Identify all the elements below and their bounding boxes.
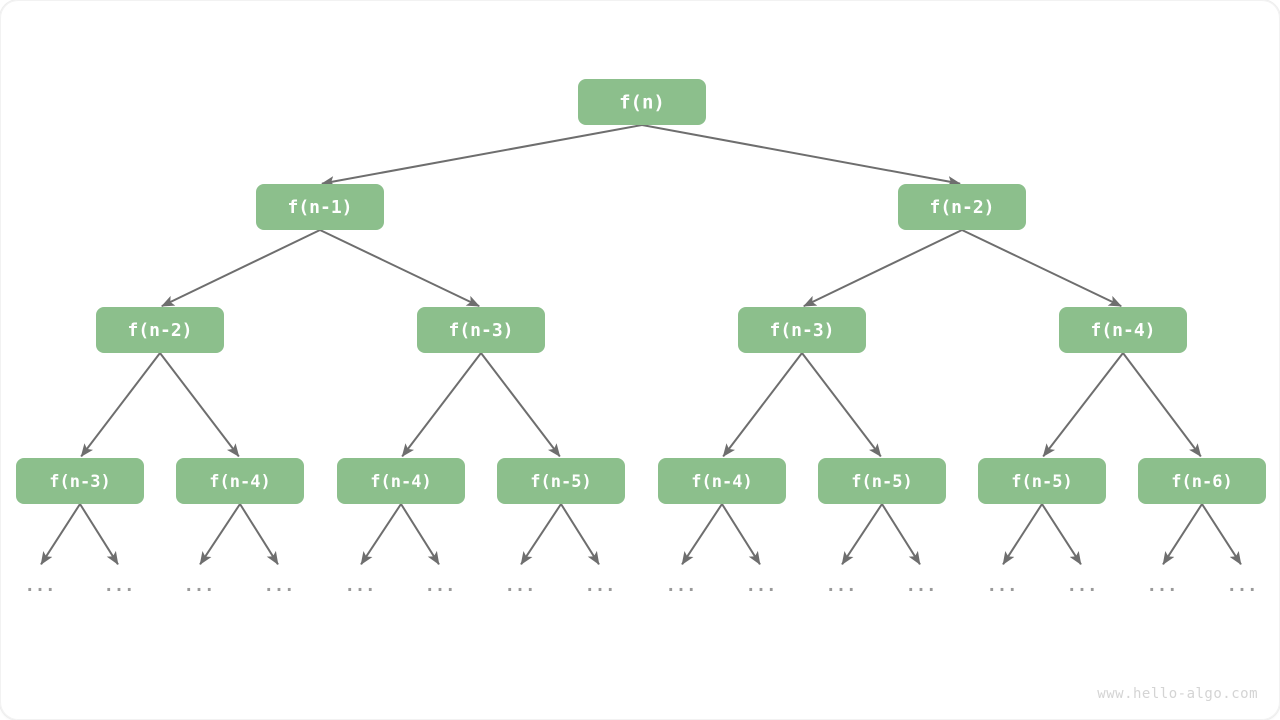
tree-edge (161, 229, 321, 308)
tree-edge (401, 352, 482, 458)
node-label: f(n-3) (769, 320, 834, 341)
tree-edge-leaf (40, 503, 81, 565)
node-box (256, 184, 384, 230)
leaf-ellipsis: ... (264, 576, 295, 596)
node-label: f(n-6) (1171, 472, 1232, 492)
tree-edge-leaf (79, 503, 119, 565)
node-label: f(n-5) (1011, 472, 1072, 492)
tree-edge-leaf (881, 503, 921, 565)
node-label: f(n-2) (929, 197, 994, 218)
tree-edge-leaf (721, 503, 761, 565)
tree-node[interactable]: f(n-5) (497, 458, 625, 504)
tree-node[interactable]: f(n-4) (337, 458, 465, 504)
tree-node[interactable]: f(n-3) (417, 307, 545, 353)
node-box (978, 458, 1106, 504)
leaf-ellipsis: ... (666, 576, 697, 596)
node-box (898, 184, 1026, 230)
leaf-ellipsis: ... (345, 576, 376, 596)
tree-edge-leaf (681, 503, 723, 565)
tree-edge (1042, 352, 1124, 458)
leaf-ellipsis: ... (425, 576, 456, 596)
tree-edge-leaf (841, 503, 883, 565)
leaf-ellipsis: ... (746, 576, 777, 596)
node-label: f(n-4) (370, 472, 431, 492)
leaf-ellipsis: ... (1147, 576, 1178, 596)
tree-edge (803, 229, 963, 308)
tree-edge (321, 124, 643, 187)
tree-edge-leaf (400, 503, 440, 565)
leaf-layer: ........................................… (25, 576, 1258, 596)
node-layer: f(n) f(n-1) f(n-2) f(n-2) f(n-3) f(n-3) f(n-4)… (16, 79, 1266, 504)
node-box (738, 307, 866, 353)
tree-edge-leaf (520, 503, 562, 565)
tree-edge (641, 124, 961, 187)
tree-node[interactable]: f(n-5) (978, 458, 1106, 504)
edge-layer (40, 124, 1242, 565)
leaf-ellipsis: ... (505, 576, 536, 596)
leaf-ellipsis: ... (1067, 576, 1098, 596)
tree-node[interactable]: f(n-2) (898, 184, 1026, 230)
node-box (96, 307, 224, 353)
node-label: f(n-2) (127, 320, 192, 341)
tree-node[interactable]: f(n) (578, 79, 706, 125)
leaf-ellipsis: ... (25, 576, 56, 596)
leaf-ellipsis: ... (987, 576, 1018, 596)
node-box (497, 458, 625, 504)
tree-edge (80, 352, 161, 458)
tree-edge (801, 352, 882, 458)
leaf-ellipsis: ... (1227, 576, 1258, 596)
leaf-ellipsis: ... (104, 576, 135, 596)
node-label: f(n-3) (49, 472, 110, 492)
leaf-ellipsis: ... (826, 576, 857, 596)
tree-node[interactable]: f(n-6) (1138, 458, 1266, 504)
node-box (658, 458, 786, 504)
node-label: f(n-5) (851, 472, 912, 492)
tree-edge (319, 229, 480, 308)
node-box (417, 307, 545, 353)
watermark-label: www.hello-algo.com (1097, 686, 1258, 702)
tree-edge-leaf (1002, 503, 1043, 565)
node-box (1059, 307, 1187, 353)
tree-edge-leaf (360, 503, 402, 565)
node-label: f(n-4) (691, 472, 752, 492)
leaf-ellipsis: ... (906, 576, 937, 596)
tree-node[interactable]: f(n-4) (176, 458, 304, 504)
node-box (337, 458, 465, 504)
tree-node[interactable]: f(n-1) (256, 184, 384, 230)
node-box (1138, 458, 1266, 504)
leaf-ellipsis: ... (585, 576, 616, 596)
leaf-ellipsis: ... (184, 576, 215, 596)
tree-node[interactable]: f(n-4) (658, 458, 786, 504)
node-label: f(n-4) (1090, 320, 1155, 341)
node-box (578, 79, 706, 125)
tree-edge-leaf (1201, 503, 1242, 565)
tree-edge-leaf (1162, 503, 1203, 565)
tree-edge (961, 229, 1122, 308)
tree-edge-leaf (199, 503, 241, 565)
tree-edge-leaf (239, 503, 279, 565)
tree-node[interactable]: f(n-4) (1059, 307, 1187, 353)
tree-edge (480, 352, 561, 458)
node-box (818, 458, 946, 504)
tree-edge-leaf (560, 503, 600, 565)
node-label: f(n-3) (448, 320, 513, 341)
tree-node[interactable]: f(n-3) (16, 458, 144, 504)
tree-node[interactable]: f(n-3) (738, 307, 866, 353)
node-label: f(n-1) (287, 197, 352, 218)
tree-edge (1122, 352, 1202, 458)
node-label: f(n) (619, 92, 665, 114)
tree-edge (159, 352, 240, 458)
node-box (16, 458, 144, 504)
tree-node[interactable]: f(n-2) (96, 307, 224, 353)
node-label: f(n-4) (209, 472, 270, 492)
node-label: f(n-5) (530, 472, 591, 492)
tree-edge (722, 352, 803, 458)
tree-node[interactable]: f(n-5) (818, 458, 946, 504)
tree-edge-leaf (1041, 503, 1082, 565)
node-box (176, 458, 304, 504)
